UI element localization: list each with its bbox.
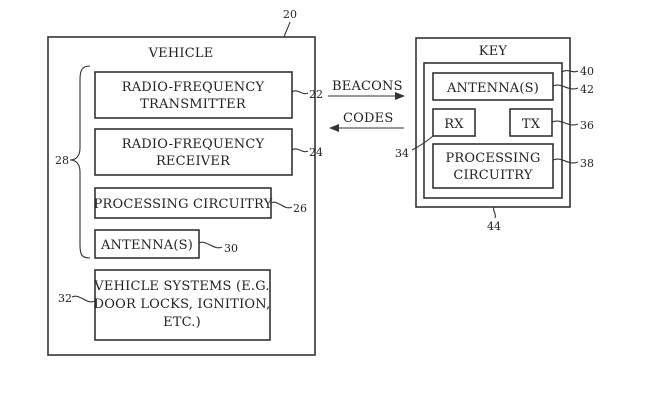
vehicle-systems-box: VEHICLE SYSTEMS (E.G. DOOR LOCKS, IGNITI… xyxy=(58,269,271,341)
rx-ref: 34 xyxy=(395,147,409,160)
tx-label: TX xyxy=(522,117,541,132)
rf-receiver-ref: 24 xyxy=(309,146,323,159)
tx-box: TX 36 xyxy=(509,108,594,137)
rx-label: RX xyxy=(444,117,464,132)
vehicle-antenna-ref: 30 xyxy=(224,242,238,255)
group-bracket xyxy=(69,65,91,259)
key-antenna-label: ANTENNA(S) xyxy=(446,81,539,96)
vehicle-systems-label-3: ETC.) xyxy=(163,315,201,330)
vehicle-ref-leader xyxy=(283,21,291,38)
key-inner-outline xyxy=(423,62,563,199)
vehicle-ref-20: 20 xyxy=(283,8,297,21)
vehicle-systems-label-2: DOOR LOCKS, IGNITION, xyxy=(94,297,271,312)
vehicle-antenna-box: ANTENNA(S) 30 xyxy=(94,229,238,259)
rf-transmitter-ref: 22 xyxy=(309,88,323,101)
vehicle-systems-label-1: VEHICLE SYSTEMS (E.G. xyxy=(93,279,269,294)
rf-transmitter-label-2: TRANSMITTER xyxy=(140,97,247,112)
key-processing-box: PROCESSING CIRCUITRY 38 xyxy=(432,143,594,189)
group-ref-28: 28 xyxy=(55,154,69,167)
processing-circuitry-box: PROCESSING CIRCUITRY 26 xyxy=(94,187,307,219)
vehicle-outline xyxy=(47,36,316,356)
vehicle-systems-ref: 32 xyxy=(58,292,72,305)
rf-receiver-box: RADIO-FREQUENCY RECEIVER 24 xyxy=(94,128,323,176)
key-outer-ref: 44 xyxy=(487,220,501,233)
rx-box: RX 34 xyxy=(395,108,476,160)
processing-circuitry-ref: 26 xyxy=(293,202,307,215)
key-block: KEY 40 44 ANTENNA(S) 42 RX 34 TX 36 xyxy=(395,37,594,233)
rf-receiver-label-2: RECEIVER xyxy=(156,154,231,169)
processing-circuitry-label: PROCESSING CIRCUITRY xyxy=(94,197,273,212)
key-processing-ref: 38 xyxy=(580,157,594,170)
key-antenna-box: ANTENNA(S) 42 xyxy=(432,72,594,101)
key-title: KEY xyxy=(479,44,508,59)
vehicle-title: VEHICLE xyxy=(148,46,214,61)
vehicle-block: VEHICLE 20 28 RADIO-FREQUENCY TRANSMITTE… xyxy=(47,8,323,356)
codes-label: CODES xyxy=(343,111,393,126)
key-processing-label-1: PROCESSING xyxy=(445,151,540,166)
beacons-label: BEACONS xyxy=(332,79,403,94)
key-inner-ref: 40 xyxy=(580,65,594,78)
key-processing-label-2: CIRCUITRY xyxy=(453,168,533,183)
rf-receiver-label-1: RADIO-FREQUENCY xyxy=(122,137,265,152)
key-antenna-ref: 42 xyxy=(580,83,594,96)
rf-transmitter-label-1: RADIO-FREQUENCY xyxy=(122,80,265,95)
rf-transmitter-box: RADIO-FREQUENCY TRANSMITTER 22 xyxy=(94,71,323,119)
vehicle-antenna-label: ANTENNA(S) xyxy=(100,238,193,253)
tx-ref: 36 xyxy=(580,119,594,132)
key-outer-outline xyxy=(415,37,571,208)
signal-arrows: BEACONS CODES xyxy=(328,79,405,132)
